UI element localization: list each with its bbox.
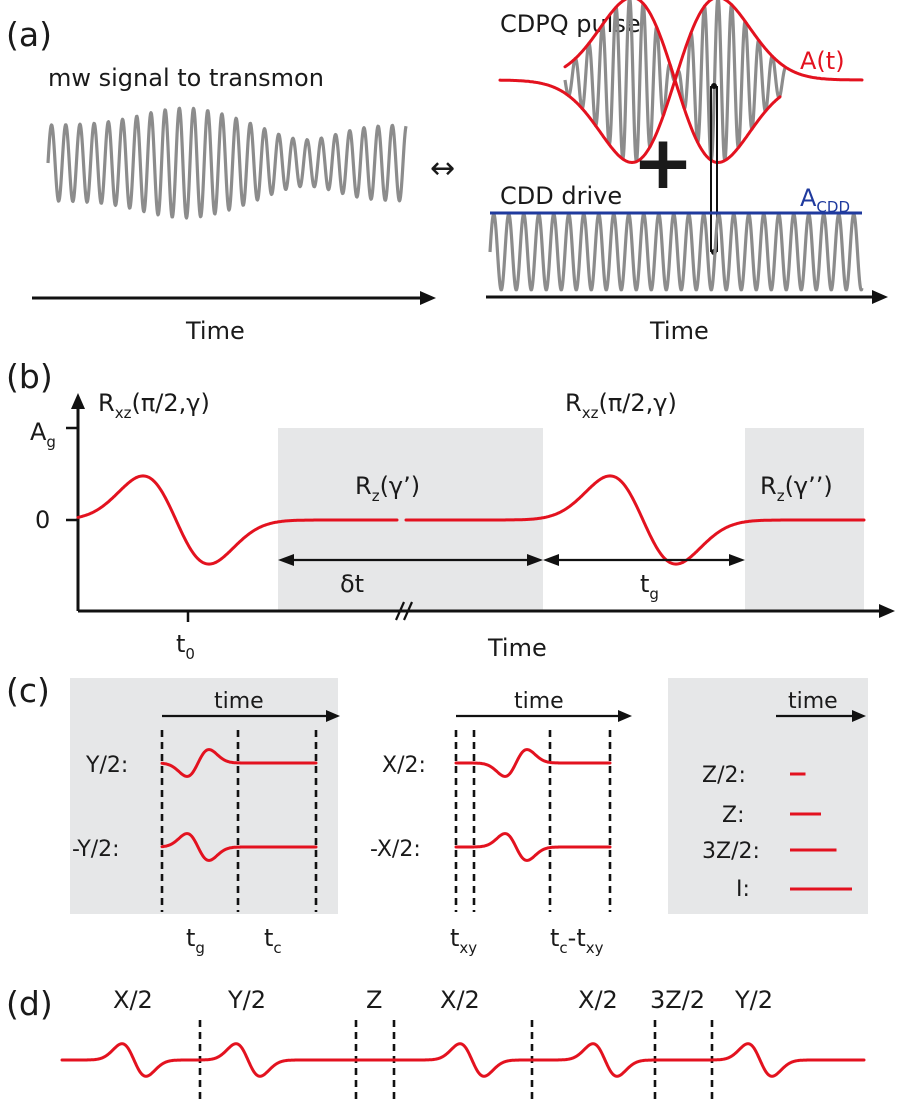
tc-minus-txy-label: tc-txy: [550, 924, 604, 957]
time-label-c-left: time: [214, 689, 264, 714]
txy-label: txy: [450, 924, 477, 957]
tg-arrowhead-left: [543, 554, 559, 566]
t0-label: t0: [176, 630, 195, 663]
panel-label-a: (a): [6, 15, 52, 54]
row-label-minus-y-half: -Y/2:: [72, 837, 120, 862]
delta-t-arrowhead-left: [278, 554, 294, 566]
row-label-z-half: Z/2:: [702, 763, 746, 788]
equivalence-arrow: ↔: [430, 151, 455, 186]
panel-c-left-box: [70, 678, 338, 914]
gate-sequence-pulse-d: [60, 1042, 866, 1078]
delta-t-arrowhead-right: [527, 554, 543, 566]
gate-label-4: X/2: [578, 986, 618, 1014]
tg-label-c: tg: [186, 924, 205, 957]
gate-label-3: X/2: [440, 986, 480, 1014]
row-label-y-half: Y/2:: [85, 753, 128, 778]
envelope-label: A(t): [800, 47, 845, 75]
time-arrowhead-c-mid: [618, 710, 632, 722]
row-label-x-half: X/2:: [382, 753, 426, 778]
delta-t-label: δt: [340, 570, 364, 598]
row-label-minus-x-half: -X/2:: [370, 837, 421, 862]
rxz-right-label: Rxz(π/2,γ): [565, 389, 677, 422]
axis-break-left: [394, 601, 406, 621]
ag-label: Ag: [30, 418, 56, 451]
gate-label-5: 3Z/2: [650, 986, 705, 1014]
panel-label-b: (b): [6, 357, 53, 396]
rxz-left-label: Rxz(π/2,γ): [98, 389, 210, 422]
tc-label-c: tc: [264, 924, 282, 957]
cdd-carrier-waveform: [488, 212, 864, 292]
row-label-identity: I:: [736, 877, 750, 902]
cdd-drive-label: CDD drive: [500, 182, 622, 210]
time-axis-left-arrowhead: [420, 291, 436, 305]
gate-label-6: Y/2: [734, 986, 773, 1014]
time-label-c-mid: time: [514, 689, 564, 714]
amplitude-axis-b-arrowhead: [71, 393, 85, 409]
z-duration-lines: [790, 772, 852, 891]
axis-break-right: [402, 601, 414, 621]
rz-right-label: Rz(γ’’): [760, 472, 833, 505]
plus-symbol: +: [632, 120, 694, 206]
mw-signal-label: mw signal to transmon: [48, 64, 324, 92]
pulse-minus-y-half: [160, 832, 318, 862]
gate-label-0: X/2: [113, 986, 153, 1014]
time-axis-left-label: Time: [185, 317, 245, 345]
gate-label-2: Z: [366, 986, 382, 1014]
tg-arrowhead-right: [729, 554, 745, 566]
time-arrowhead-c-right: [852, 710, 866, 722]
cdd-amplitude-label: ACDD: [800, 184, 850, 216]
gate-separators-d: [198, 1020, 714, 1104]
gate-labels-d: X/2 Y/2 Z X/2 X/2 3Z/2 Y/2: [113, 986, 773, 1014]
row-label-z: Z:: [722, 803, 744, 828]
row-label-3z-half: 3Z/2:: [702, 839, 760, 864]
time-axis-b-arrowhead: [879, 604, 895, 618]
time-axis-b-label: Time: [487, 634, 547, 662]
panel-label-c: (c): [6, 671, 50, 710]
time-axis-right-arrowhead: [872, 290, 888, 304]
time-label-c-right: time: [788, 689, 838, 714]
zero-label: 0: [35, 506, 50, 534]
cdpq-envelope-upper: [498, 0, 864, 164]
connector-dot-top: [711, 83, 717, 89]
cdpq-envelope-lower: [563, 0, 782, 164]
mw-signal-waveform: [46, 106, 408, 220]
tg-label-b: tg: [640, 570, 659, 603]
pulse-x-half: [454, 748, 612, 778]
panel-c-right-box: [668, 678, 868, 914]
rz-mid-label: Rz(γ’): [355, 472, 420, 505]
time-axis-right-label: Time: [649, 317, 709, 345]
pulse-minus-x-half: [454, 832, 612, 862]
time-arrowhead-c-left: [326, 710, 340, 722]
pulse-sequence-b: [76, 474, 866, 566]
pulse-y-half: [160, 748, 318, 778]
gate-label-1: Y/2: [227, 986, 266, 1014]
panel-label-d: (d): [6, 984, 53, 1023]
